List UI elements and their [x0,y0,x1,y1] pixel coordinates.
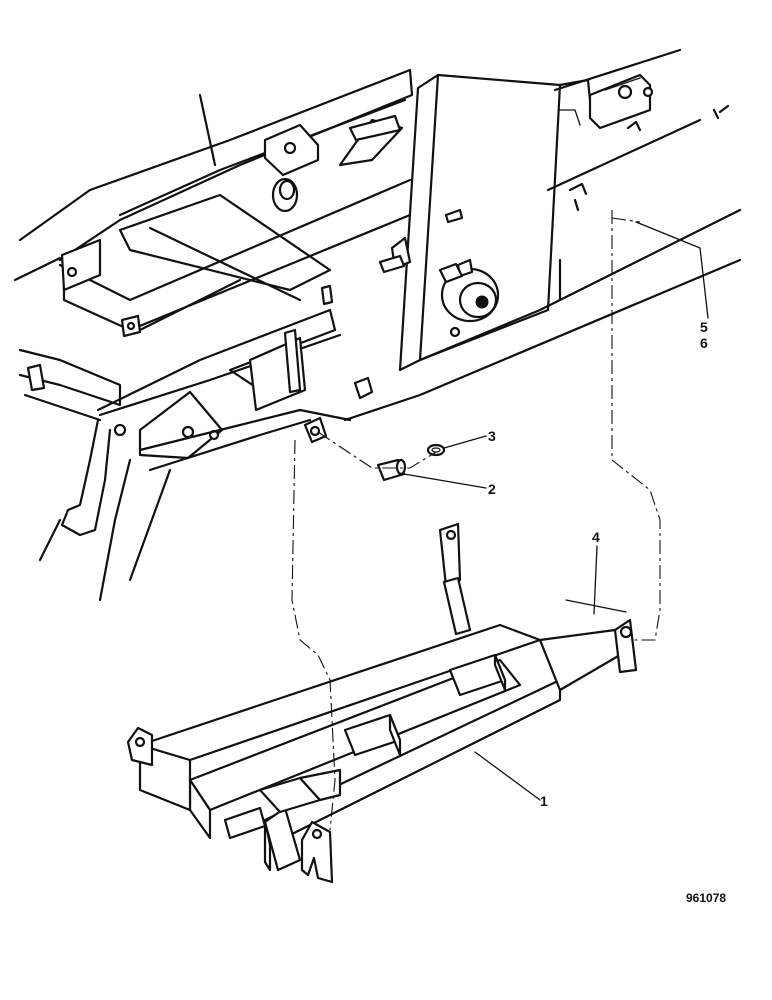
leader-5-6 [635,221,709,319]
callout-3: 3 [488,428,496,444]
hardware-line [611,217,641,223]
pin-axis-line [317,431,437,469]
leader-4 [593,545,598,615]
lower-frame-assembly [126,522,638,884]
drawing-reference-number: 961078 [686,891,726,905]
callout-1: 1 [540,793,548,809]
assembly-line-left [291,439,336,831]
retaining-ring [426,443,446,457]
leader-4-tick [565,599,627,613]
machine-frame [13,48,742,602]
leader-2 [403,473,487,489]
assembly-line-right [611,210,661,641]
callout-4: 4 [592,529,600,545]
pivot-pin [376,458,407,482]
leader-1 [474,751,541,801]
callout-5: 5 [700,319,708,335]
leader-3 [443,435,487,449]
callout-6: 6 [700,335,708,351]
callout-2: 2 [488,481,496,497]
